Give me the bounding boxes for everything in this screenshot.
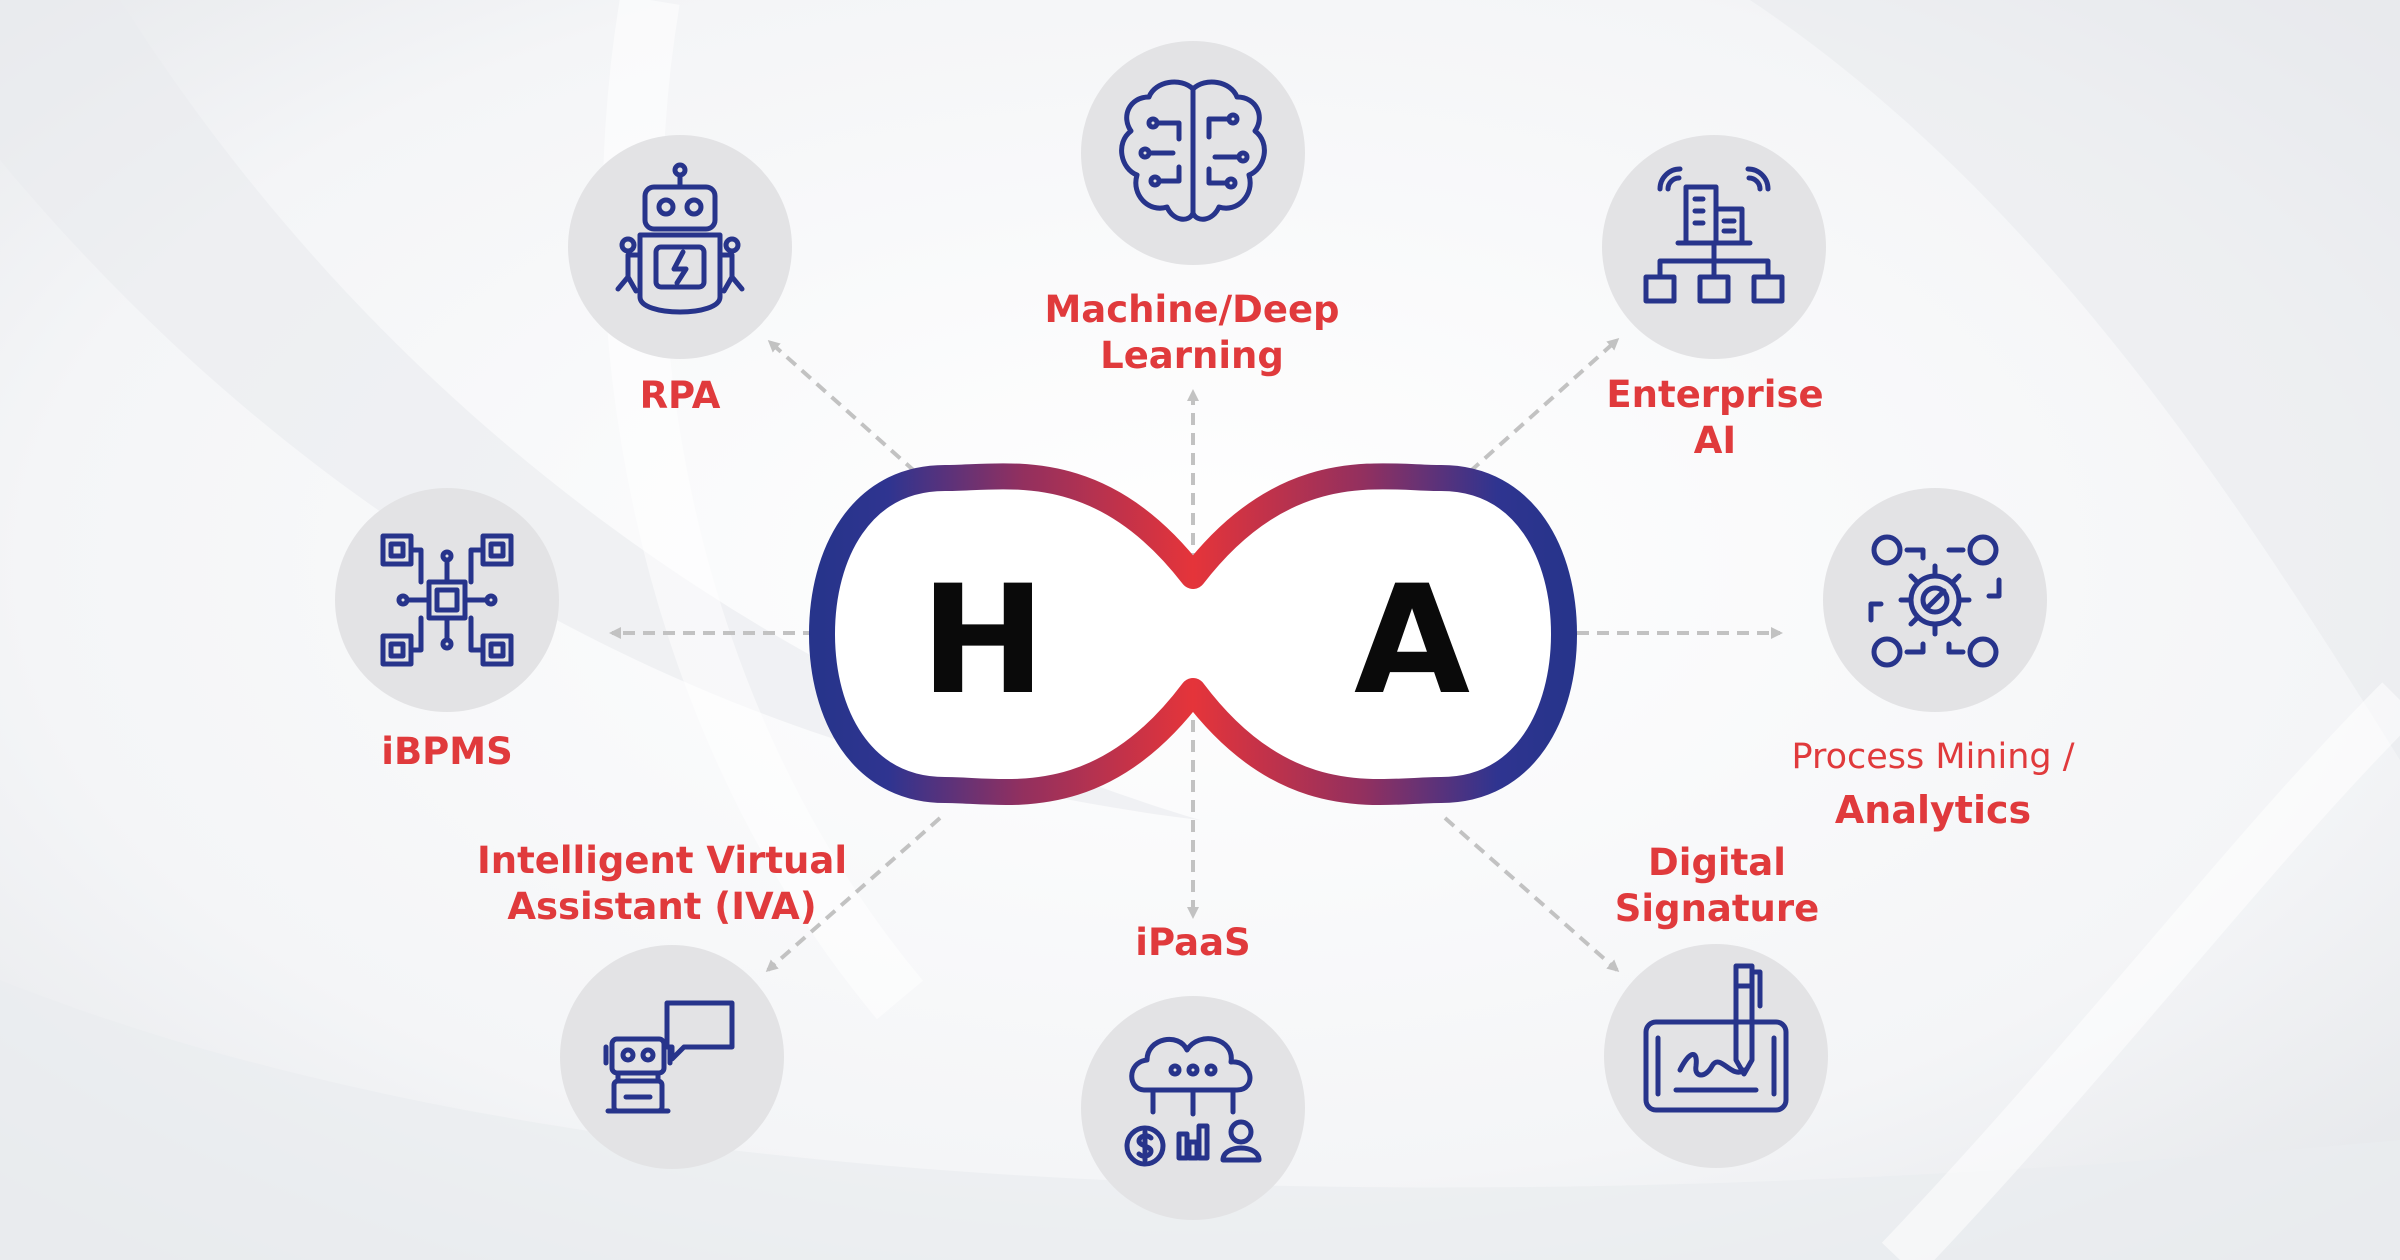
- circuit-chip-icon: [380, 533, 514, 667]
- robot-icon: [615, 162, 745, 315]
- label-eai: Enterprise AI: [1606, 373, 1824, 463]
- process-gear-icon: [1868, 534, 2002, 668]
- brain-circuit-icon: [1119, 79, 1267, 222]
- ibpms-circle: [335, 488, 559, 712]
- label-ml: Machine/Deep Learning: [1044, 288, 1340, 378]
- left-letter: H: [920, 554, 1046, 728]
- label-rpa: RPA: [639, 374, 721, 417]
- label-ibpms: iBPMS: [381, 730, 513, 773]
- enterprise-network-icon: [1643, 166, 1785, 304]
- arrow-to-eai: [1453, 337, 1620, 487]
- label-pm: Process Mining / Analytics: [1791, 737, 2075, 832]
- connector-arrows: [609, 337, 1783, 972]
- infinity-loop: H A: [809, 463, 1577, 806]
- arrow-to-rpa: [767, 340, 932, 487]
- ds-circle: [1604, 944, 1828, 1168]
- label-iva: Intelligent Virtual Assistant (IVA): [476, 839, 848, 929]
- label-ipaas: iPaaS: [1135, 921, 1251, 964]
- label-ds: Digital Signature: [1614, 841, 1820, 931]
- tablet-signature-icon: [1643, 963, 1789, 1113]
- cloud-services-icon: [1124, 1036, 1262, 1167]
- chatbot-ai-icon: [603, 1000, 735, 1114]
- right-letter: A: [1354, 554, 1470, 728]
- arrow-to-ds: [1443, 816, 1620, 972]
- arrow-to-iva: [765, 816, 942, 972]
